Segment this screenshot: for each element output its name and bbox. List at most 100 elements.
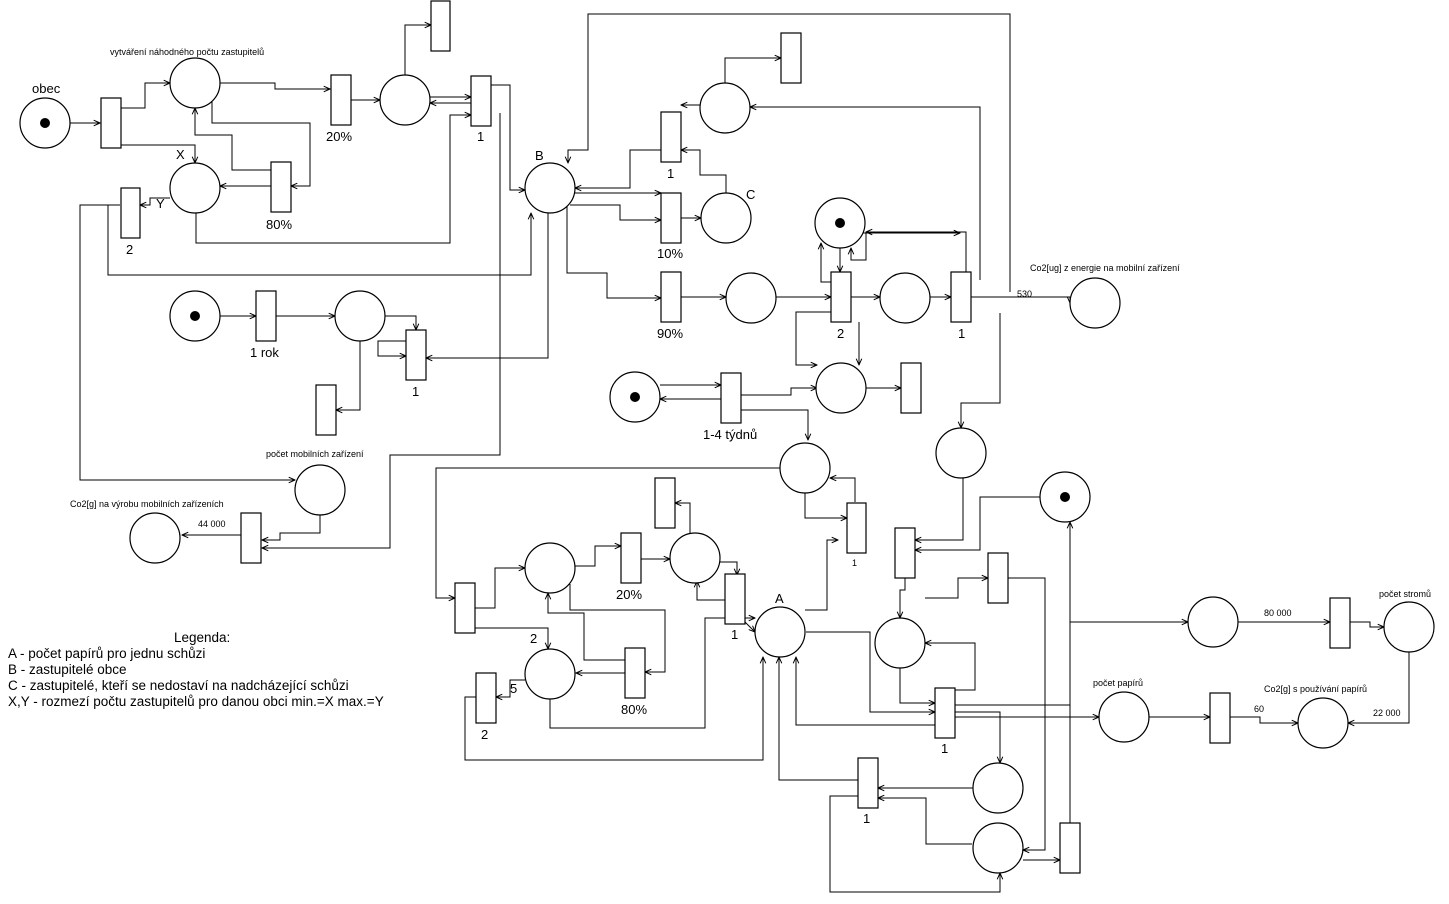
place-co2-energy (1069, 277, 1121, 329)
arc (575, 149, 661, 188)
arc (796, 657, 935, 726)
label-random-reps: vytváření náhodného počtu zastupitelů (110, 47, 264, 57)
transition-label: 1 (941, 741, 948, 756)
place-mobile-count (294, 464, 346, 516)
arc (1230, 716, 1298, 723)
place-trees-pre (1187, 596, 1239, 648)
place-low-3 (524, 648, 576, 700)
label-x: X (176, 147, 185, 162)
arc (925, 578, 988, 599)
transition-label: 1-4 týdnů (703, 427, 757, 442)
arc-weight: 80 000 (1264, 608, 1292, 618)
arc-weight: 44 000 (198, 519, 226, 529)
arc-weight: 22 000 (1373, 708, 1401, 718)
arc (741, 388, 817, 396)
place-right-mid (935, 427, 987, 479)
transition (894, 527, 916, 579)
arc (804, 492, 847, 518)
transition-label: 2 (481, 727, 488, 742)
arc (464, 657, 763, 761)
arc (491, 84, 525, 190)
place-mid-1 (725, 272, 777, 324)
place-weeks (815, 362, 867, 414)
place-tree-count (1383, 601, 1435, 653)
arc (211, 102, 311, 186)
transition (620, 532, 642, 584)
legend-title: Legenda: (174, 630, 231, 645)
arc (1350, 621, 1384, 627)
transition (720, 372, 742, 424)
arc (336, 340, 361, 410)
arc (568, 13, 1011, 292)
transition (330, 74, 352, 126)
arc-weight: 5 (510, 681, 517, 696)
arc (806, 631, 935, 712)
label-obec: obec (32, 81, 61, 96)
transition-label: 1 (852, 558, 857, 568)
arc (829, 795, 1000, 893)
arc (830, 478, 856, 502)
transition-label: 20% (616, 587, 642, 602)
arc (569, 584, 666, 672)
arc (779, 657, 858, 781)
arc (107, 204, 531, 276)
arc (496, 679, 525, 697)
arc (195, 115, 471, 244)
label-co2-production: Co2[g] na výrobu mobilních zařízeních (70, 499, 224, 509)
place-top (379, 74, 431, 126)
place-C (700, 192, 752, 244)
transition-label: 1 (477, 129, 484, 144)
place-low-right-3 (972, 822, 1024, 874)
transition (846, 502, 867, 554)
transition (857, 757, 879, 809)
transition-label: 80% (621, 702, 647, 717)
place-co2-paper (1297, 697, 1349, 749)
arc (435, 467, 780, 598)
legend-line-xy: X,Y - rozmezí počtu zastupitelů pro dano… (8, 694, 384, 709)
transitions (100, 0, 1351, 874)
transition-label: 80% (266, 217, 292, 232)
arc (795, 311, 831, 365)
arc (79, 204, 295, 480)
place-rok (334, 290, 386, 342)
transition (780, 32, 802, 84)
places (19, 57, 1435, 874)
transition (660, 111, 682, 163)
arcs (70, 13, 1410, 893)
transition (724, 573, 746, 625)
transition-label: 1 (412, 384, 419, 399)
transition (315, 384, 337, 436)
transition-label: 1 (731, 627, 738, 642)
place-top-right (699, 82, 751, 134)
arc (570, 204, 661, 220)
transition-label: 10% (657, 246, 683, 261)
transition (470, 75, 492, 127)
transition (934, 687, 956, 739)
arc (900, 578, 906, 618)
transition (454, 582, 476, 634)
arc (220, 82, 330, 89)
token (1060, 492, 1070, 502)
arc (681, 150, 727, 193)
legend: Legenda: A - počet papírů pro jednu schů… (8, 630, 384, 710)
place-random-reps (169, 57, 221, 109)
place-low-right-2 (972, 762, 1024, 814)
arc (720, 561, 737, 575)
arc (750, 107, 981, 280)
arc (915, 478, 964, 540)
transition (987, 552, 1009, 604)
transition (120, 187, 141, 239)
transition (100, 97, 122, 149)
arc (566, 205, 661, 298)
arc (195, 108, 271, 171)
arc (955, 711, 1000, 763)
place-mid-2 (879, 272, 931, 324)
transition-label: 20% (326, 129, 352, 144)
arc (805, 540, 838, 611)
arc (878, 798, 972, 845)
arc (915, 496, 1060, 550)
arc (140, 197, 170, 205)
arc (121, 83, 170, 109)
transition (950, 271, 972, 323)
